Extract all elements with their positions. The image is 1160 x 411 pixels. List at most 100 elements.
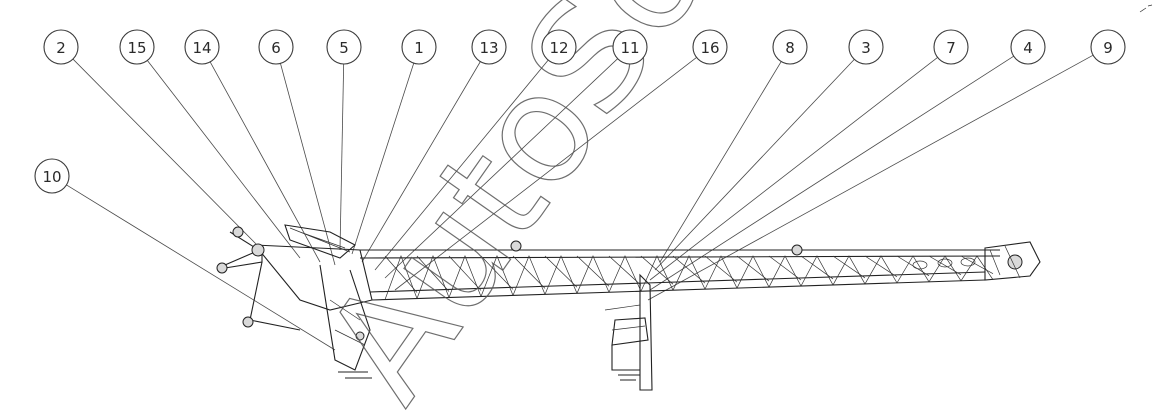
lattice-brace (640, 255, 674, 292)
leader-line-7 (649, 57, 938, 281)
watermark-text: AutoSoft (292, 0, 804, 411)
callout-circle (43, 29, 79, 65)
callout-circle (692, 29, 728, 65)
leader-lines (66, 54, 1094, 351)
lattice-brace (800, 255, 834, 287)
callout-13: 13 (471, 29, 507, 65)
callout-label: 7 (946, 39, 956, 57)
lattice-brace (544, 255, 578, 288)
callout-8: 8 (772, 29, 808, 65)
callout-1: 1 (401, 29, 437, 65)
leader-line-15 (147, 60, 301, 259)
lattice-brace (416, 255, 450, 299)
lattice-brace (384, 255, 418, 293)
lattice-brace (672, 255, 706, 291)
lattice-brace (832, 255, 866, 286)
callout-label: 12 (549, 39, 568, 57)
callout-label: 4 (1023, 39, 1033, 57)
lattice-brace (672, 255, 706, 284)
lattice-brace (768, 255, 802, 281)
lattice-brace (608, 255, 642, 293)
callout-label: 5 (339, 39, 349, 57)
callout-label: 6 (271, 39, 281, 57)
callout-label: 3 (861, 39, 871, 57)
callout-5: 5 (326, 29, 362, 65)
callout-label: 13 (479, 39, 498, 57)
callout-circle (184, 29, 220, 65)
callout-label: 11 (620, 39, 639, 57)
callout-4: 4 (1010, 29, 1046, 65)
lattice-brace (704, 255, 738, 290)
boom-drawing (216, 4, 1153, 391)
leader-line-12 (374, 59, 549, 271)
callout-circle (541, 29, 577, 65)
callout-circle (326, 29, 362, 65)
lattice-brace (896, 255, 930, 284)
lattice-brace (544, 255, 578, 295)
callout-label: 2 (56, 39, 66, 57)
callout-label: 8 (785, 39, 795, 57)
lattice-brace (800, 255, 834, 280)
callout-9: 9 (1090, 29, 1126, 65)
callout-6: 6 (258, 29, 294, 65)
callout-circle (34, 158, 70, 194)
leader-line-16 (394, 57, 697, 291)
lattice-brace (384, 254, 418, 300)
callout-label: 1 (414, 39, 424, 57)
lattice-brace (448, 255, 482, 298)
callout-circle (119, 29, 155, 65)
leader-line-5 (339, 63, 345, 251)
callout-circle (401, 29, 437, 65)
leader-line-3 (654, 59, 855, 271)
leader-line-14 (209, 61, 321, 263)
lattice-brace (704, 255, 738, 283)
callout-12: 12 (541, 29, 577, 65)
lattice-brace (576, 255, 610, 294)
callouts: 2 15 14 6 5 1 13 12 11 16 8 3 7 4 9 10 (34, 29, 1126, 194)
leader-line-4 (649, 55, 1014, 291)
lattice-brace (928, 255, 962, 283)
callout-14: 14 (184, 29, 220, 65)
lattice-brace (576, 255, 610, 287)
callout-circle (258, 29, 294, 65)
lattice-brace (480, 255, 514, 290)
lattice-brace (416, 255, 450, 292)
callout-circle (612, 29, 648, 65)
leader-line-10 (66, 184, 336, 351)
lattice-brace (768, 255, 802, 288)
lattice-brace (512, 255, 546, 289)
lattice-brace (960, 255, 994, 281)
leader-line-13 (361, 61, 481, 263)
callout-label: 9 (1103, 39, 1113, 57)
callout-label: 15 (127, 39, 146, 57)
lattice-brace (864, 255, 898, 285)
leader-line-2 (72, 58, 263, 251)
lattice-brace (928, 255, 962, 276)
callout-label: 14 (192, 39, 211, 57)
lattice-brace (640, 255, 674, 285)
lattice-brace (736, 255, 770, 289)
lattice-brace (608, 255, 642, 286)
lattice-brace (736, 255, 770, 282)
callout-circle (1010, 29, 1046, 65)
callout-3: 3 (848, 29, 884, 65)
callout-circle (1090, 29, 1126, 65)
callout-11: 11 (612, 29, 648, 65)
callout-10: 10 (34, 158, 70, 194)
lattice-brace (448, 255, 482, 291)
lattice-brace (864, 255, 898, 278)
callout-circle (848, 29, 884, 65)
callout-16: 16 (692, 29, 728, 65)
callout-circle (471, 29, 507, 65)
leader-line-8 (659, 61, 782, 263)
callout-label: 16 (700, 39, 719, 57)
leader-line-9 (647, 54, 1094, 301)
callout-2: 2 (43, 29, 79, 65)
lattice-brace (480, 255, 514, 297)
lattice-brace (960, 255, 994, 275)
callout-label: 10 (42, 168, 61, 186)
lattice-brace (832, 255, 866, 279)
lattice-brace (512, 255, 546, 296)
callout-15: 15 (119, 29, 155, 65)
